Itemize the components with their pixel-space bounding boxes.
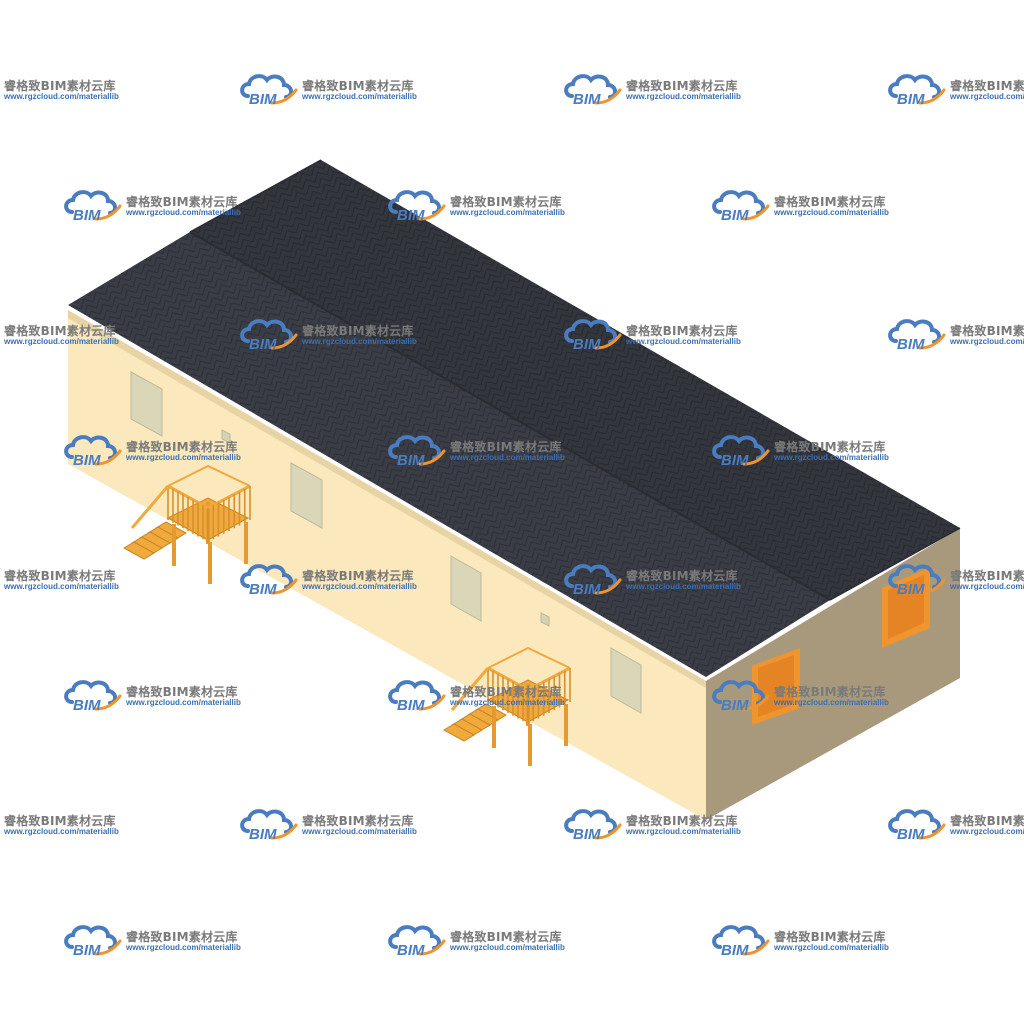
stair-rail bbox=[130, 485, 170, 529]
roof-ridge bbox=[189, 231, 831, 601]
stair-rail bbox=[450, 667, 490, 711]
stair-step bbox=[122, 541, 156, 560]
entry-stair-deck bbox=[122, 464, 251, 584]
deck-post bbox=[528, 724, 532, 766]
roof-back-slope bbox=[190, 160, 960, 600]
roof-gable-edge bbox=[829, 527, 961, 601]
deck-post bbox=[492, 706, 496, 748]
window bbox=[610, 647, 642, 714]
window bbox=[450, 555, 482, 622]
stair-step bbox=[442, 723, 476, 742]
small-vent bbox=[221, 429, 231, 444]
deck-post bbox=[564, 704, 568, 746]
front-wall-shadow bbox=[68, 310, 706, 688]
side-doors bbox=[752, 567, 930, 725]
window bbox=[290, 462, 323, 529]
windows bbox=[130, 371, 642, 714]
deck-rail bbox=[167, 464, 251, 487]
small-vent bbox=[540, 612, 550, 627]
deck-post bbox=[172, 524, 176, 566]
deck-rail bbox=[487, 646, 571, 669]
door-panel bbox=[888, 575, 924, 639]
window bbox=[130, 371, 163, 437]
roof-hip bbox=[189, 159, 322, 233]
deck-post bbox=[208, 542, 212, 584]
entry-stair-deck bbox=[442, 646, 571, 766]
deck-post bbox=[244, 522, 248, 564]
